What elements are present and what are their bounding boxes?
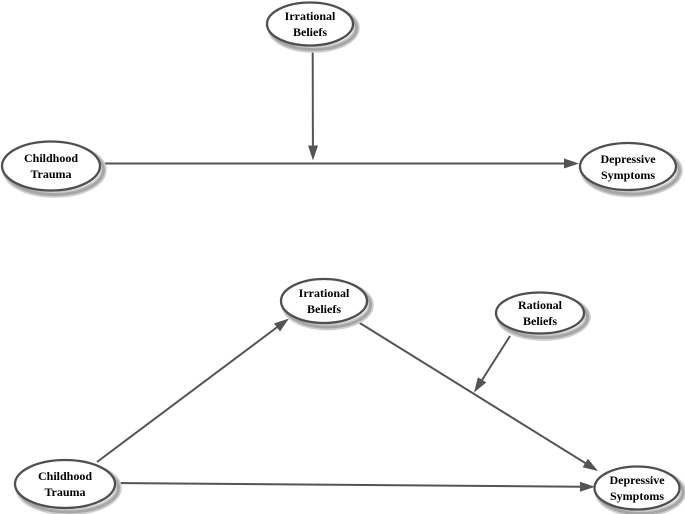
edge-b-irrational-to-depression-line	[354, 319, 588, 465]
label-line: Trauma	[44, 485, 86, 499]
edge-b-trauma-to-depression-line	[114, 482, 582, 488]
label-a-irrational-beliefs: Irrational Beliefs	[285, 8, 336, 40]
edge-b-trauma-to-depression-arrowhead-icon	[580, 481, 595, 492]
edge-a-irrational-moderation-arrowhead-icon	[308, 145, 318, 161]
node-a-irrational-beliefs	[265, 1, 360, 53]
label-line: Rational	[517, 298, 563, 312]
label-line: Depressive	[600, 151, 656, 166]
node-a-depressive-symptoms	[578, 141, 683, 198]
label-line: Symptoms	[600, 167, 656, 182]
edge-b-trauma-to-irrational-arrowhead-icon	[274, 318, 289, 332]
node-ellipse	[0, 140, 102, 192]
label-b-childhood-trauma: Childhood Trauma	[38, 468, 92, 500]
label-b-depressive-symptoms: Depressive Symptoms	[609, 472, 664, 504]
label-b-rational-beliefs: Rational Beliefs	[518, 297, 562, 329]
node-b-childhood-trauma	[13, 458, 122, 514]
edge-b-rational-moderation-arrowhead-icon	[474, 377, 487, 393]
node-ellipse	[265, 1, 355, 47]
node-ellipse	[593, 465, 681, 511]
node-ellipse	[494, 291, 586, 335]
label-line: Beliefs	[292, 25, 327, 39]
node-ellipse	[279, 277, 369, 325]
label-line: Childhood	[37, 469, 93, 483]
edge-b-irrational-to-depression-arrowhead-icon	[582, 458, 598, 471]
node-a-childhood-trauma	[0, 140, 107, 198]
label-b-irrational-beliefs: Irrational Beliefs	[299, 285, 350, 317]
label-line: Irrational	[284, 9, 336, 23]
label-line: Beliefs	[306, 302, 341, 316]
edge-b-trauma-to-irrational-line	[96, 325, 279, 463]
node-ellipse	[13, 458, 117, 510]
node-b-irrational-beliefs	[279, 277, 374, 331]
label-line: Symptoms	[609, 489, 665, 503]
node-b-rational-beliefs	[494, 291, 591, 341]
label-a-depressive-symptoms: Depressive Symptoms	[600, 151, 655, 183]
edge-a-trauma-to-depression-arrowhead-icon	[564, 158, 579, 169]
label-line: Depressive	[609, 473, 665, 487]
label-line: Childhood	[23, 151, 79, 165]
label-a-childhood-trauma: Childhood Trauma	[24, 150, 78, 182]
label-line: Beliefs	[522, 314, 557, 328]
label-line: Trauma	[30, 167, 72, 181]
model-a-simple-moderation	[0, 1, 683, 198]
edge-b-rational-moderation-line	[480, 335, 511, 383]
node-ellipse	[578, 141, 678, 192]
label-line: Irrational	[298, 286, 350, 300]
